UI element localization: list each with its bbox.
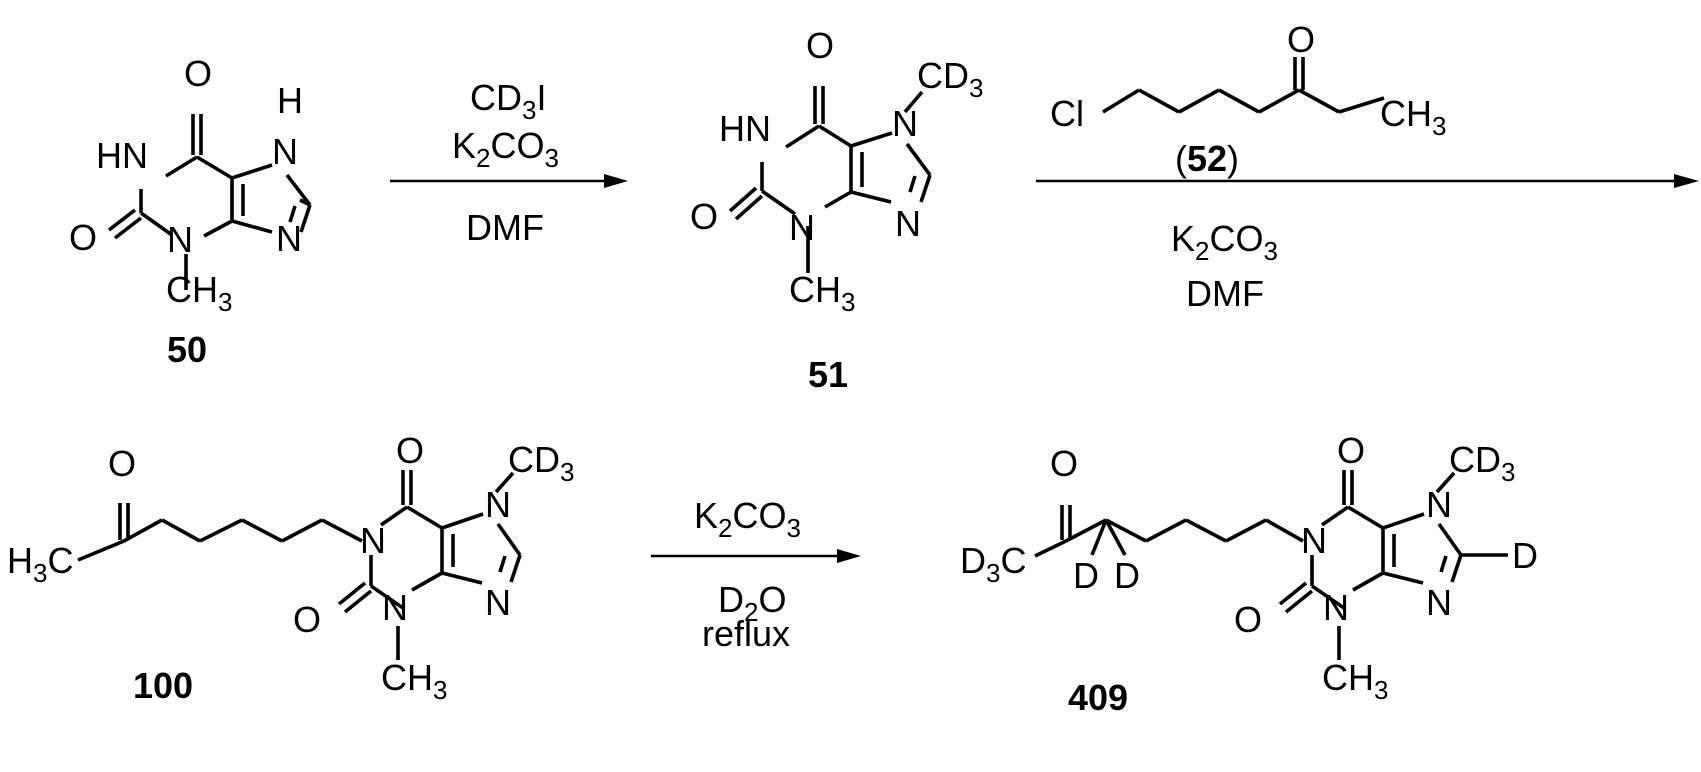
c50-o6-atom: O [184,53,212,94]
r3-base-k2co3: K2CO3 [694,495,801,543]
c51-cd3-group: CD3 [917,55,983,103]
c51-methyl-group: CH3 [789,269,855,317]
reaction-arrow-1 [390,174,628,188]
c51-o6-atom: O [806,25,834,66]
compound-52-structure [1103,57,1384,112]
c409-methyl-group: CH3 [1322,657,1388,705]
c51-n7-atom: N [892,103,918,144]
c52-oxo-atom: O [1287,19,1315,60]
c409-n9-atom: N [1426,582,1452,623]
c409-alpha-d-atom-2: D [1114,555,1140,596]
c100-n1-atom: N [360,520,386,561]
c100-n3-atom: N [382,587,408,628]
c409-o2-atom: O [1234,599,1262,640]
c409-ketone-o-atom: O [1050,443,1078,484]
c50-nh1-atom: HN [96,135,148,176]
compound-51-label: 51 [808,354,848,395]
c51-n9-atom: N [895,203,921,244]
c100-methyl-group: CH3 [381,657,447,705]
c100-ketone-o-atom: O [108,443,136,484]
c100-h3c-group: H3C [7,540,73,588]
c100-n9-atom: N [485,582,511,623]
c409-cd3-group: CD3 [1449,439,1515,487]
r2-base-k2co3: K2CO3 [1171,218,1278,266]
c100-o2-atom: O [293,599,321,640]
c51-o2-atom: O [690,196,718,237]
c409-n1-atom: N [1301,520,1327,561]
c409-c8-d-atom: D [1512,535,1538,576]
reaction-arrow-2 [1036,174,1699,188]
c100-n7-atom: N [485,484,511,525]
c52-chloro-atom: Cl [1050,93,1084,134]
compound-52-label: (52) [1175,138,1239,179]
c52-methyl-group: CH3 [1380,93,1446,141]
c409-d3c-group: D3C [960,540,1026,588]
c51-nh1-atom: HN [719,108,771,149]
c100-cd3-group: CD3 [508,439,574,487]
compound-100-label: 100 [133,665,193,706]
r2-solvent-dmf: DMF [1186,273,1264,314]
c100-o6-atom: O [396,430,424,471]
c50-methyl-group: CH3 [166,269,232,317]
c409-o6-atom: O [1337,430,1365,471]
c51-n3-atom: N [789,207,815,248]
r1-reagent-cd3i: CD3I [470,77,546,125]
r1-reagent-k2co3: K2CO3 [452,125,559,173]
c409-n3-atom: N [1323,587,1349,628]
compound-50-label: 50 [167,329,207,370]
c409-alpha-d-atom-1: D [1073,555,1099,596]
compound-409-label: 409 [1068,677,1128,718]
c50-o2-atom: O [69,217,97,258]
r3-condition-reflux: reflux [702,613,790,654]
reaction-arrow-3 [651,549,861,563]
c50-n7-atom: N [272,131,298,172]
c50-n9-atom: N [276,218,302,259]
c50-n3-atom: N [167,219,193,260]
c50-nh7-h-atom: H [277,80,303,121]
r1-solvent-dmf: DMF [466,207,544,248]
c409-n7-atom: N [1426,484,1452,525]
